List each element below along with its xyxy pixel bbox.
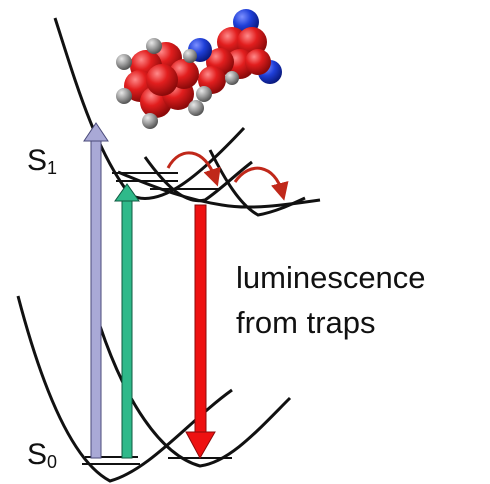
excitation-arrow-high — [83, 122, 109, 459]
s1-trap-curve-3 — [208, 149, 306, 217]
s1-trap-curve-1 — [143, 156, 253, 203]
s1-state-label: S1 — [27, 144, 58, 178]
caption-luminescence: luminescence — [236, 260, 426, 295]
s0-potential-curve-left — [16, 295, 233, 483]
excitation-arrow-low — [114, 183, 140, 459]
s1-trap-curve-2 — [117, 170, 321, 209]
emission-arrow — [185, 204, 216, 460]
transfer-arrow-1 — [166, 151, 221, 187]
molecule-model — [116, 9, 282, 129]
caption-from-traps: from traps — [236, 305, 376, 340]
transfer-arrow-2 — [233, 166, 289, 201]
s0-state-label: S0 — [27, 438, 58, 472]
